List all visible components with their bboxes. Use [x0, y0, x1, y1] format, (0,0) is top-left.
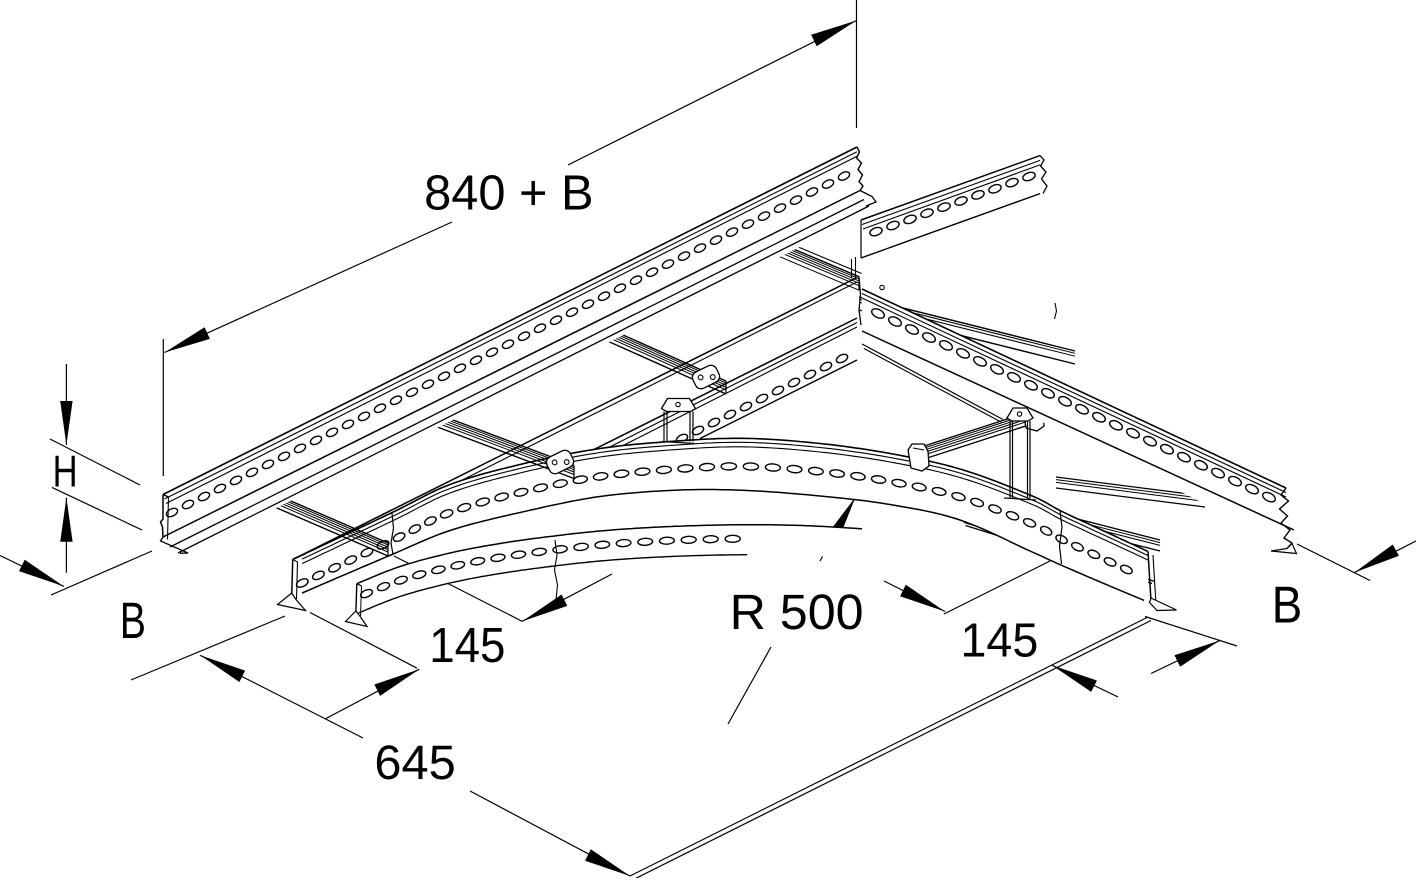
svg-text:145: 145 [429, 618, 505, 673]
svg-text:840 + B: 840 + B [424, 165, 593, 220]
svg-text:145: 145 [961, 614, 1039, 667]
svg-text:R 500: R 500 [730, 584, 864, 640]
svg-text:H: H [53, 447, 78, 496]
svg-text:B: B [1272, 577, 1303, 635]
svg-text:645: 645 [374, 736, 455, 790]
svg-text:B: B [120, 592, 146, 649]
